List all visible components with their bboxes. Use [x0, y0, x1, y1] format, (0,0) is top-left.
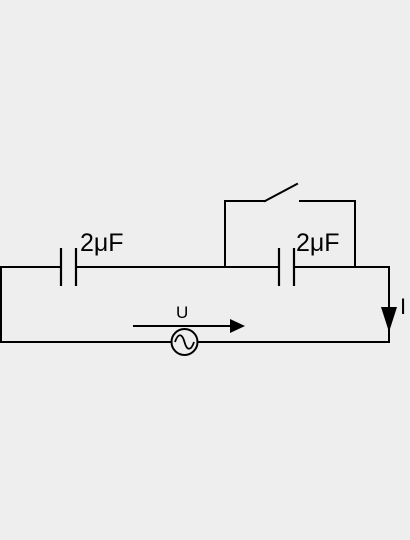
- current-label: I: [400, 294, 406, 319]
- ac-source-icon: [170, 328, 199, 356]
- switch-blade: [263, 182, 299, 203]
- capacitor-left-label: 2μF: [80, 229, 124, 257]
- capacitor-right: [277, 248, 296, 286]
- voltage-label: U: [176, 303, 188, 322]
- switch-branch-right: [299, 200, 356, 268]
- current-arrow-head: [381, 307, 397, 332]
- capacitor-left: [59, 248, 78, 286]
- switch-branch-left: [224, 200, 266, 268]
- wire-left-top: [0, 266, 172, 343]
- wire-right-loop: [197, 266, 390, 343]
- capacitor-right-label: 2μF: [296, 229, 340, 257]
- voltage-arrow-head: [230, 319, 245, 333]
